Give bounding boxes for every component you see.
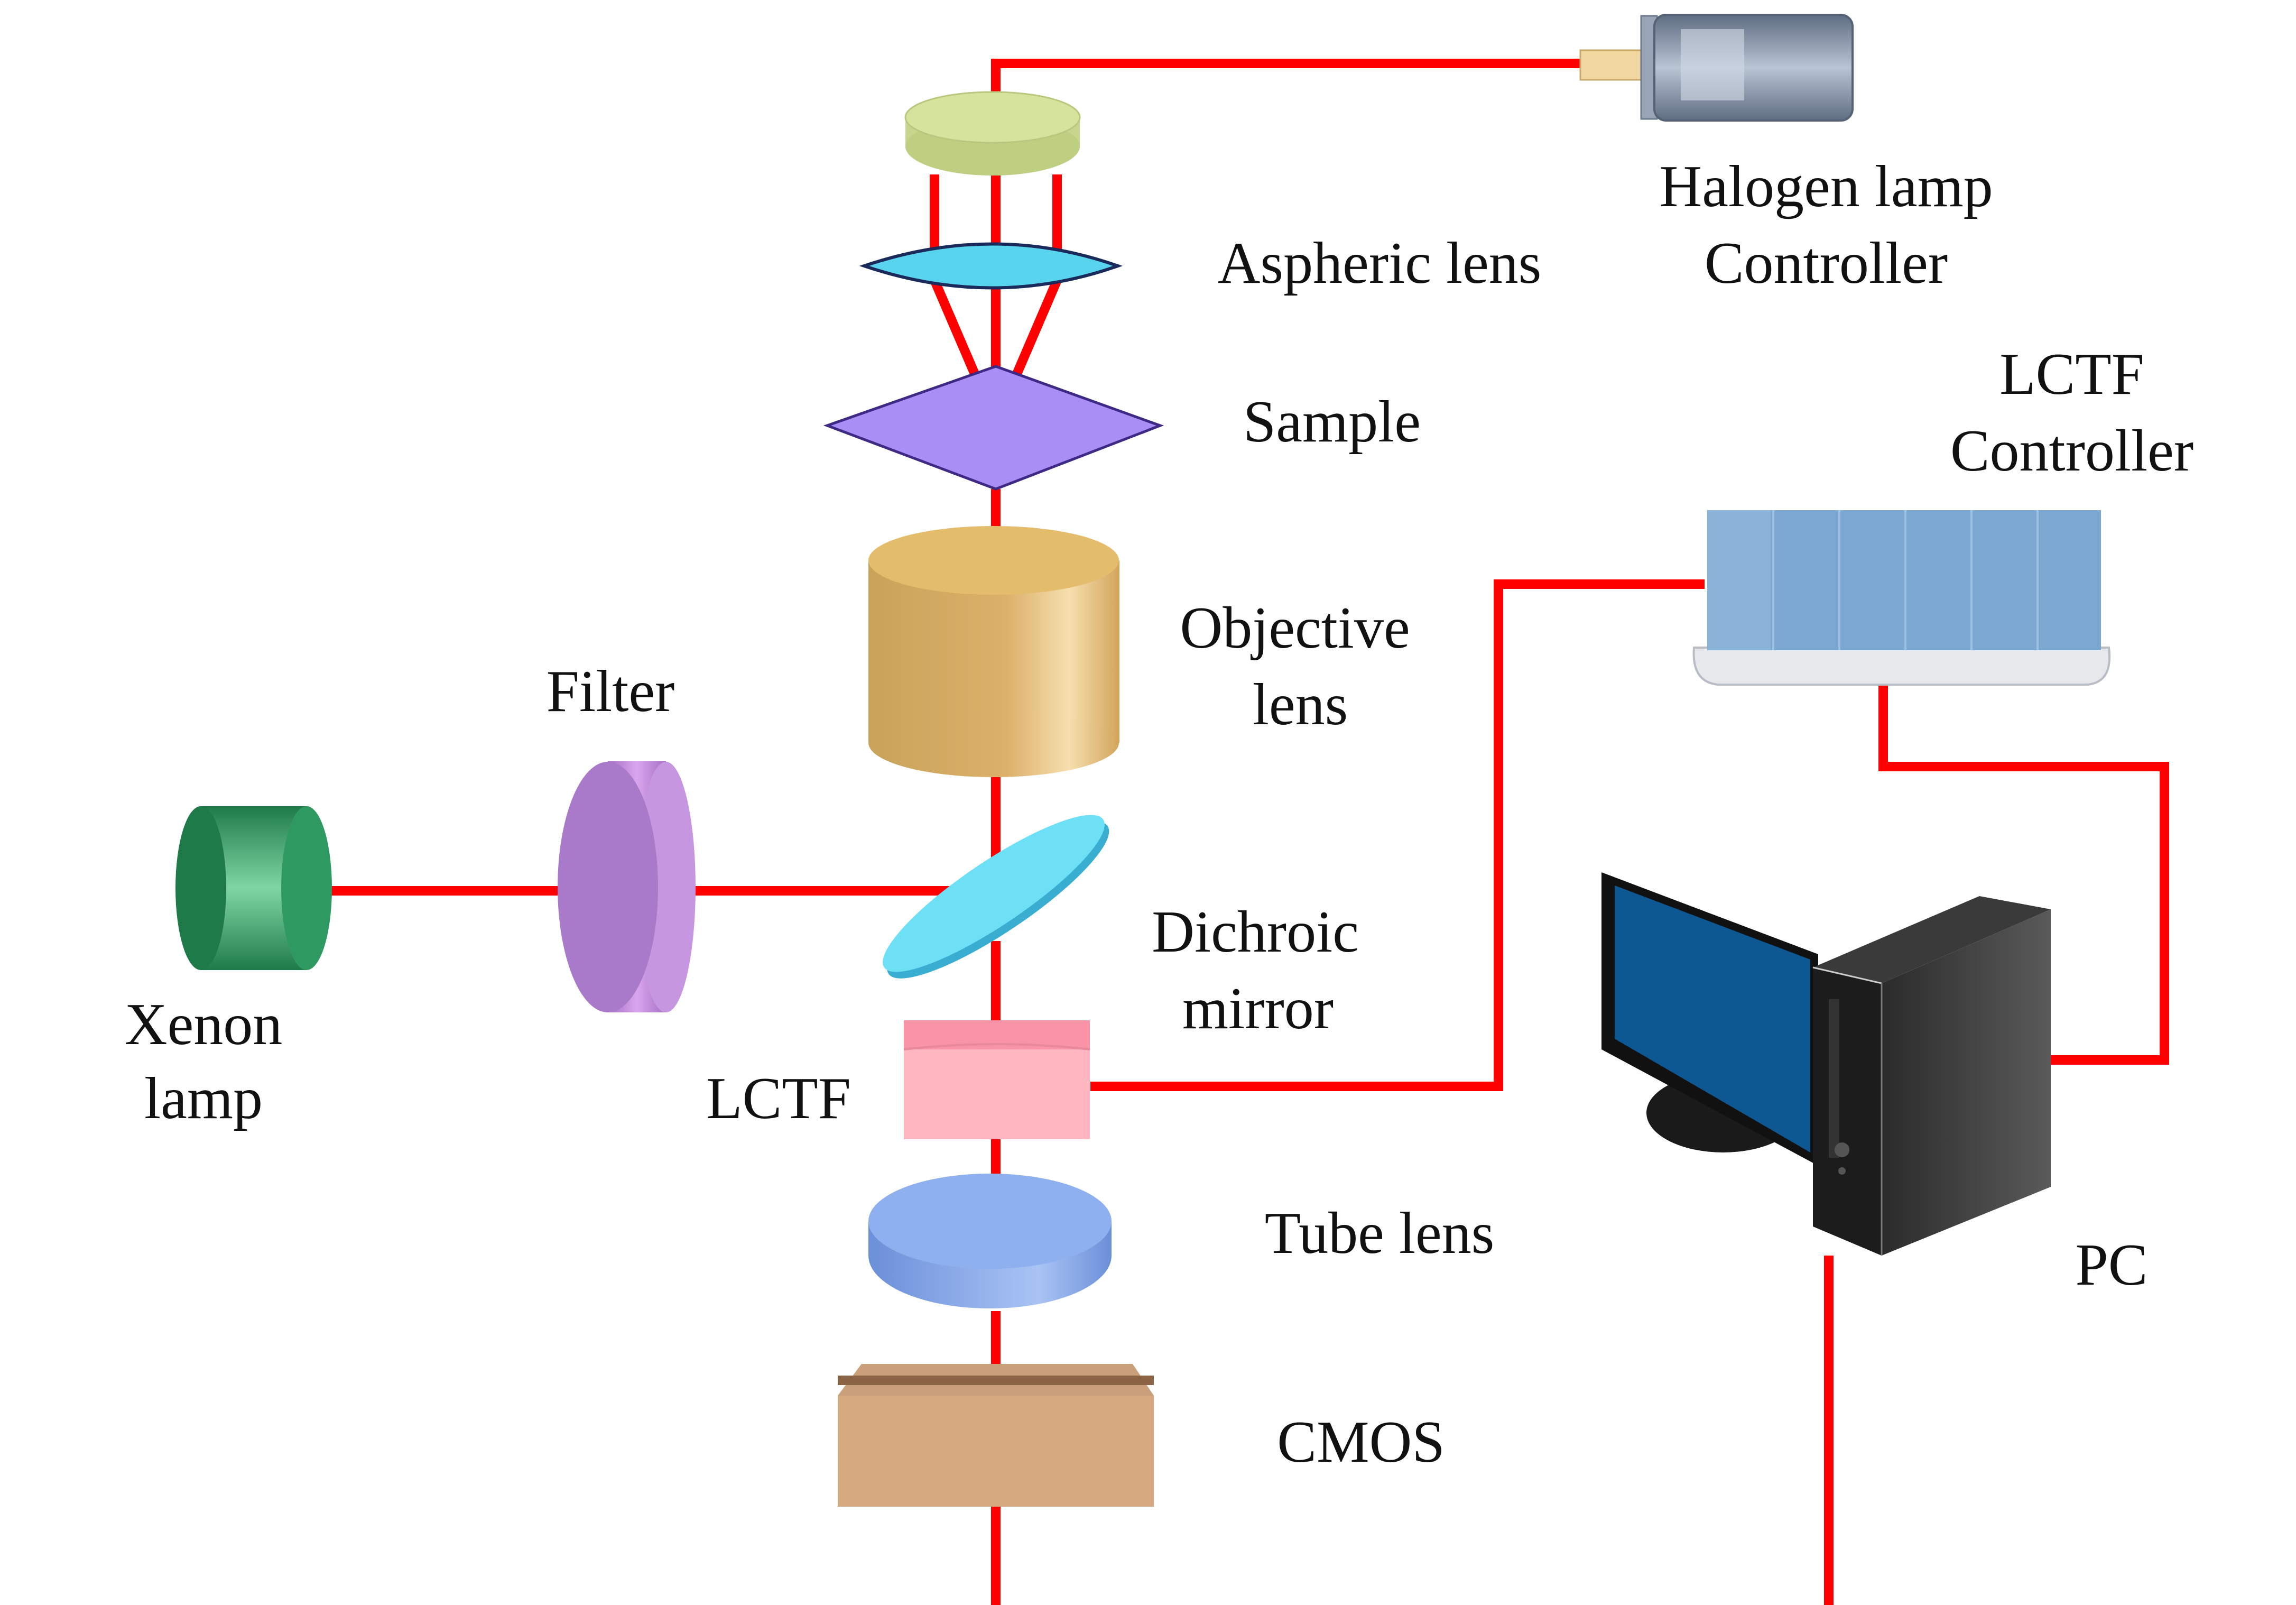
tube-lens-label: Tube lens [1265,1201,1495,1266]
xenon-lamp-icon [175,806,332,970]
dichroic-mirror-label-line2: mirror [1182,976,1334,1041]
objective-lens-icon [868,526,1119,777]
halogen-fiber-path [991,59,1591,122]
halogen-label-line1: Halogen lamp [1659,154,1993,219]
xenon-lamp-label-line1: Xenon [125,992,283,1057]
halogen-label-line2: Controller [1705,230,1948,296]
dichroic-mirror-icon [883,815,1109,979]
dichroic-mirror-label-line1: Dichroic [1152,899,1359,965]
pc-computer-icon [1601,872,2051,1256]
sample-icon [823,365,1164,491]
lctf-label: LCTF [706,1066,851,1131]
monitor-icon [1601,872,1818,1166]
filter-icon [558,761,696,1012]
cmos-camera-icon [838,1364,1154,1507]
objective-lens-label-line2: lens [1253,672,1348,737]
lctf-to-controller-cable [1090,579,1705,1091]
sample-label: Sample [1243,389,1421,455]
objective-lens-label-line1: Objective [1180,595,1410,661]
collimator-disc-icon [904,91,1081,176]
tower-icon [1812,896,2051,1256]
halogen-lamp-icon [1579,14,1854,122]
tube-lens-icon [868,1174,1112,1308]
filter-label: Filter [547,659,675,724]
labels: Halogen lamp Controller Aspheric lens Sa… [125,154,2193,1475]
cmos-to-pc-cable [991,1256,1834,1605]
lctf-controller-icon [1692,510,2111,686]
aspheric-lens-icon [859,242,1123,290]
cmos-label: CMOS [1277,1409,1445,1475]
controller-to-pc-cable [1878,685,2169,1065]
xenon-lamp-label-line2: lamp [144,1066,263,1131]
lctf-controller-label-line2: Controller [1950,418,2193,484]
lctf-icon [903,1020,1090,1139]
lctf-controller-label-line1: LCTF [1999,342,2144,407]
aspheric-lens-label: Aspheric lens [1218,230,1542,296]
pc-label: PC [2076,1232,2148,1298]
